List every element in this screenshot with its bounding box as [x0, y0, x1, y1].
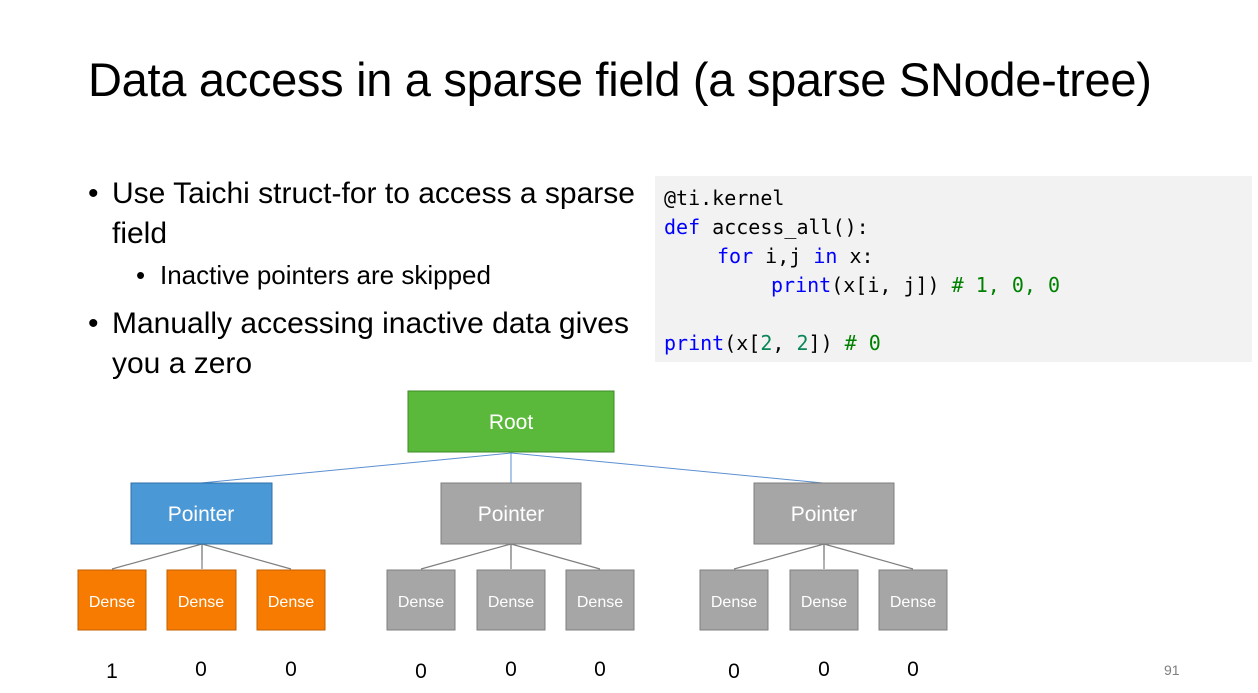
root-node: Root [407, 390, 615, 453]
dense-value: 1 [106, 660, 118, 683]
dense-value: 0 [818, 658, 830, 681]
dense-node-inactive: Dense [699, 569, 769, 631]
connector-root-pointer-3 [510, 452, 824, 484]
code-decorator: @ti.kernel [664, 186, 785, 210]
code-keyword-for: for [717, 244, 754, 268]
dense-value: 0 [594, 658, 606, 681]
code-comment-2: # 0 [844, 331, 881, 355]
code-keyword-print: print [771, 273, 832, 297]
dense-node-active: Dense [166, 569, 237, 631]
dense-node-active: Dense [256, 569, 326, 631]
root-label: Root [489, 411, 534, 434]
dense-label: Dense [268, 594, 314, 611]
code-comment: # 1, 0, 0 [951, 273, 1061, 297]
bullet-manual-access: Manually accessing inactive data gives y… [88, 304, 648, 384]
dense-label: Dense [488, 594, 534, 611]
code-keyword-def: def [664, 215, 701, 239]
pointer-node-active: Pointer [130, 482, 273, 545]
dense-node-inactive: Dense [476, 569, 546, 631]
dense-value: 0 [285, 658, 297, 681]
dense-value: 0 [415, 660, 427, 683]
dense-label: Dense [577, 594, 623, 611]
dense-value: 0 [907, 658, 919, 681]
code-loop-target: x: [837, 244, 874, 268]
code-print2-mid: , [772, 331, 797, 355]
dense-value: 0 [505, 658, 517, 681]
page-number: 91 [1164, 662, 1180, 678]
dense-label: Dense [178, 594, 224, 611]
dense-node-inactive: Dense [386, 569, 456, 631]
code-line-for: for i,j in x: [717, 242, 874, 271]
bullet-list: Use Taichi struct-for to access a sparse… [88, 174, 648, 392]
code-print-arg: (x[i, j]) [831, 273, 952, 297]
code-loop-vars: i,j [753, 244, 814, 268]
dense-label: Dense [801, 594, 847, 611]
sub-bullet-inactive-skipped: Inactive pointers are skipped [88, 258, 648, 292]
slide-title: Data access in a sparse field (a sparse … [88, 53, 1152, 106]
dense-value: 0 [195, 658, 207, 681]
code-number: 2 [796, 331, 809, 355]
code-func-signature: access_all(): [700, 215, 869, 239]
code-line-def: def access_all(): [664, 213, 869, 242]
dense-label: Dense [398, 594, 444, 611]
dense-label: Dense [711, 594, 757, 611]
dense-node-inactive: Dense [789, 569, 859, 631]
bullet-struct-for: Use Taichi struct-for to access a sparse… [88, 174, 648, 254]
pointer-label: Pointer [791, 503, 858, 526]
dense-value: 0 [728, 660, 740, 683]
code-line-decorator: @ti.kernel [664, 184, 784, 213]
code-print2-pre: (x[ [724, 331, 761, 355]
pointer-label: Pointer [478, 503, 545, 526]
code-keyword-print2: print [664, 331, 725, 355]
pointer-node-inactive: Pointer [753, 482, 895, 545]
dense-node-inactive: Dense [565, 569, 635, 631]
pointer-node-inactive: Pointer [440, 482, 582, 545]
code-line-print2: print(x[2, 2]) # 0 [664, 329, 881, 358]
connector-root-pointer-1 [200, 452, 512, 484]
pointer-label: Pointer [168, 503, 235, 526]
code-print2-post: ]) [808, 331, 845, 355]
dense-node-active: Dense [77, 569, 147, 631]
pointer-dense-connectors [111, 543, 914, 570]
dense-node-inactive: Dense [878, 569, 948, 631]
code-number: 2 [760, 331, 773, 355]
dense-label: Dense [89, 594, 135, 611]
code-keyword-in: in [813, 244, 838, 268]
code-block: @ti.kernel def access_all(): for i,j in … [655, 176, 1252, 362]
code-line-print: print(x[i, j]) # 1, 0, 0 [771, 271, 1060, 300]
dense-label: Dense [890, 594, 936, 611]
